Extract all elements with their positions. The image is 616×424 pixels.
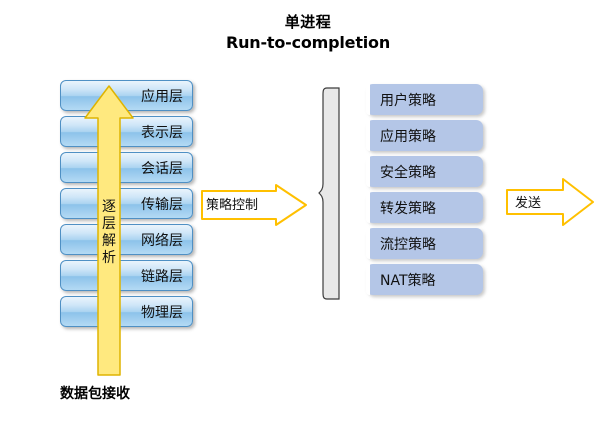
osi-layer-box[interactable]: 物理层 xyxy=(60,296,193,327)
policy-item[interactable]: 安全策略 xyxy=(366,156,483,187)
title-chinese: 单进程 xyxy=(284,13,332,31)
packet-receive-caption: 数据包接收 xyxy=(60,386,130,402)
osi-layer-box[interactable]: 应用层 xyxy=(60,80,193,111)
policy-item-label: 用户策略 xyxy=(380,92,436,109)
up-arrow-char: 解 xyxy=(102,233,116,249)
osi-layer-label: 网络层 xyxy=(141,232,183,249)
policy-list: 用户策略 应用策略 安全策略 转发策略 流控策略 NAT策略 xyxy=(366,84,483,300)
osi-layer-label: 表示层 xyxy=(141,124,183,141)
osi-layer-box[interactable]: 网络层 xyxy=(60,224,193,255)
osi-layer-label: 传输层 xyxy=(141,196,183,213)
send-arrow-icon: 发送 xyxy=(505,176,595,228)
title-english: Run-to-completion xyxy=(225,33,391,52)
policy-item-label: 应用策略 xyxy=(380,128,436,145)
send-label: 发送 xyxy=(515,196,542,211)
policy-item-label: 安全策略 xyxy=(380,164,436,181)
osi-layer-label: 应用层 xyxy=(141,88,183,105)
osi-layer-stack: 应用层 表示层 会话层 传输层 网络层 链路层 物理层 xyxy=(60,80,193,332)
policy-control-label: 策略控制 xyxy=(206,198,259,213)
policy-item[interactable]: 用户策略 xyxy=(366,84,483,115)
up-arrow-icon: 逐 层 解 析 xyxy=(83,84,135,377)
policy-item-label: NAT策略 xyxy=(380,272,436,289)
osi-layer-label: 物理层 xyxy=(141,304,183,321)
policy-item[interactable]: 流控策略 xyxy=(366,228,483,259)
curly-brace-icon xyxy=(318,87,340,300)
policy-item-label: 流控策略 xyxy=(380,236,436,253)
policy-item[interactable]: NAT策略 xyxy=(366,264,483,295)
osi-layer-label: 会话层 xyxy=(141,160,183,177)
up-arrow-char: 析 xyxy=(102,250,116,266)
up-arrow-char: 层 xyxy=(102,216,116,232)
policy-item-label: 转发策略 xyxy=(380,200,436,217)
osi-layer-box[interactable]: 会话层 xyxy=(60,152,193,183)
osi-layer-box[interactable]: 传输层 xyxy=(60,188,193,219)
policy-item[interactable]: 应用策略 xyxy=(366,120,483,151)
diagram-title: 单进程 Run-to-completion xyxy=(0,12,616,53)
osi-layer-box[interactable]: 链路层 xyxy=(60,260,193,291)
osi-layer-box[interactable]: 表示层 xyxy=(60,116,193,147)
policy-item[interactable]: 转发策略 xyxy=(366,192,483,223)
policy-control-arrow-icon: 策略控制 xyxy=(200,183,308,227)
osi-layer-label: 链路层 xyxy=(141,268,183,285)
up-arrow-char: 逐 xyxy=(102,199,116,215)
up-arrow-label: 逐 层 解 析 xyxy=(83,199,135,267)
